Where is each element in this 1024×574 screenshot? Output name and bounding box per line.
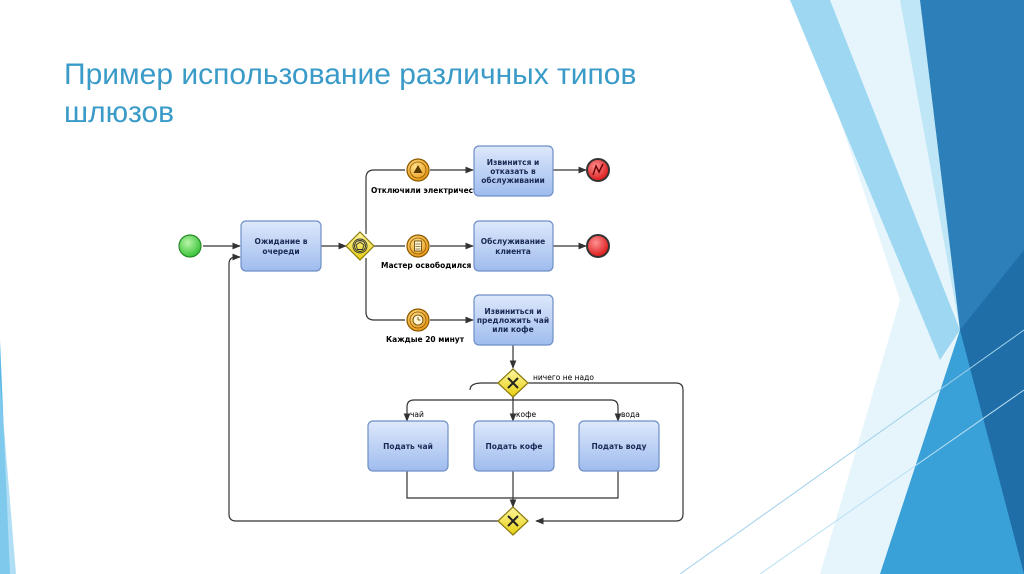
slide-title-line-2: шлюзов: [64, 96, 175, 129]
slide-title: Пример использование различных типов шлю…: [64, 56, 764, 132]
task-serve-water-label: Подать воду: [591, 442, 646, 451]
end-event: [586, 234, 610, 258]
task-serve-client-line-1: Обслуживание: [481, 237, 546, 246]
task-offer-line-3: или кофе: [492, 325, 533, 334]
signal-event-icon: [406, 158, 430, 182]
start-event: [178, 234, 202, 258]
task-wait-line-1: Ожидание в: [254, 237, 307, 246]
label-tea: чай: [410, 410, 424, 419]
label-water: вода: [621, 410, 640, 419]
exclusive-gateway-split: [497, 368, 529, 398]
task-apologize-refuse: Извинится и отказать в обслуживании: [473, 145, 554, 197]
task-refuse-line-3: обслуживании: [481, 176, 544, 185]
timer-event-icon: [406, 308, 430, 332]
event-based-gateway: [345, 231, 375, 261]
task-serve-tea-label: Подать чай: [383, 442, 433, 451]
error-end-event: [586, 158, 610, 182]
task-serve-client-line-2: клиента: [495, 247, 531, 256]
task-wait-in-queue: Ожидание в очереди: [240, 220, 322, 272]
task-offer-line-2: предложить чай: [477, 316, 549, 325]
label-power-off: Отключили электричество: [371, 186, 487, 195]
task-serve-coffee-label: Подать кофе: [485, 442, 542, 451]
task-serve-coffee: Подать кофе: [473, 420, 555, 472]
label-nothing-needed: ничего не надо: [533, 373, 594, 382]
task-serve-client: Обслуживание клиента: [473, 220, 554, 272]
task-offer-line-1: Извиниться и: [484, 307, 541, 316]
task-apologize-offer: Извиниться и предложить чай или кофе: [473, 294, 554, 346]
task-refuse-line-2: отказать в: [490, 167, 536, 176]
label-master-free: Мастер освободился: [381, 261, 472, 270]
sequence-flows: [203, 166, 684, 525]
task-serve-water: Подать воду: [578, 420, 660, 472]
task-serve-tea: Подать чай: [367, 420, 449, 472]
conditional-event-icon: [406, 234, 430, 258]
slide-title-line-1: Пример использование различных типов: [64, 58, 637, 91]
label-every-20-min: Каждые 20 минут: [386, 335, 465, 344]
task-wait-line-2: очереди: [262, 247, 299, 256]
task-refuse-line-1: Извинится и: [487, 158, 540, 167]
label-coffee: кофе: [516, 410, 537, 419]
exclusive-gateway-merge: [497, 506, 529, 536]
